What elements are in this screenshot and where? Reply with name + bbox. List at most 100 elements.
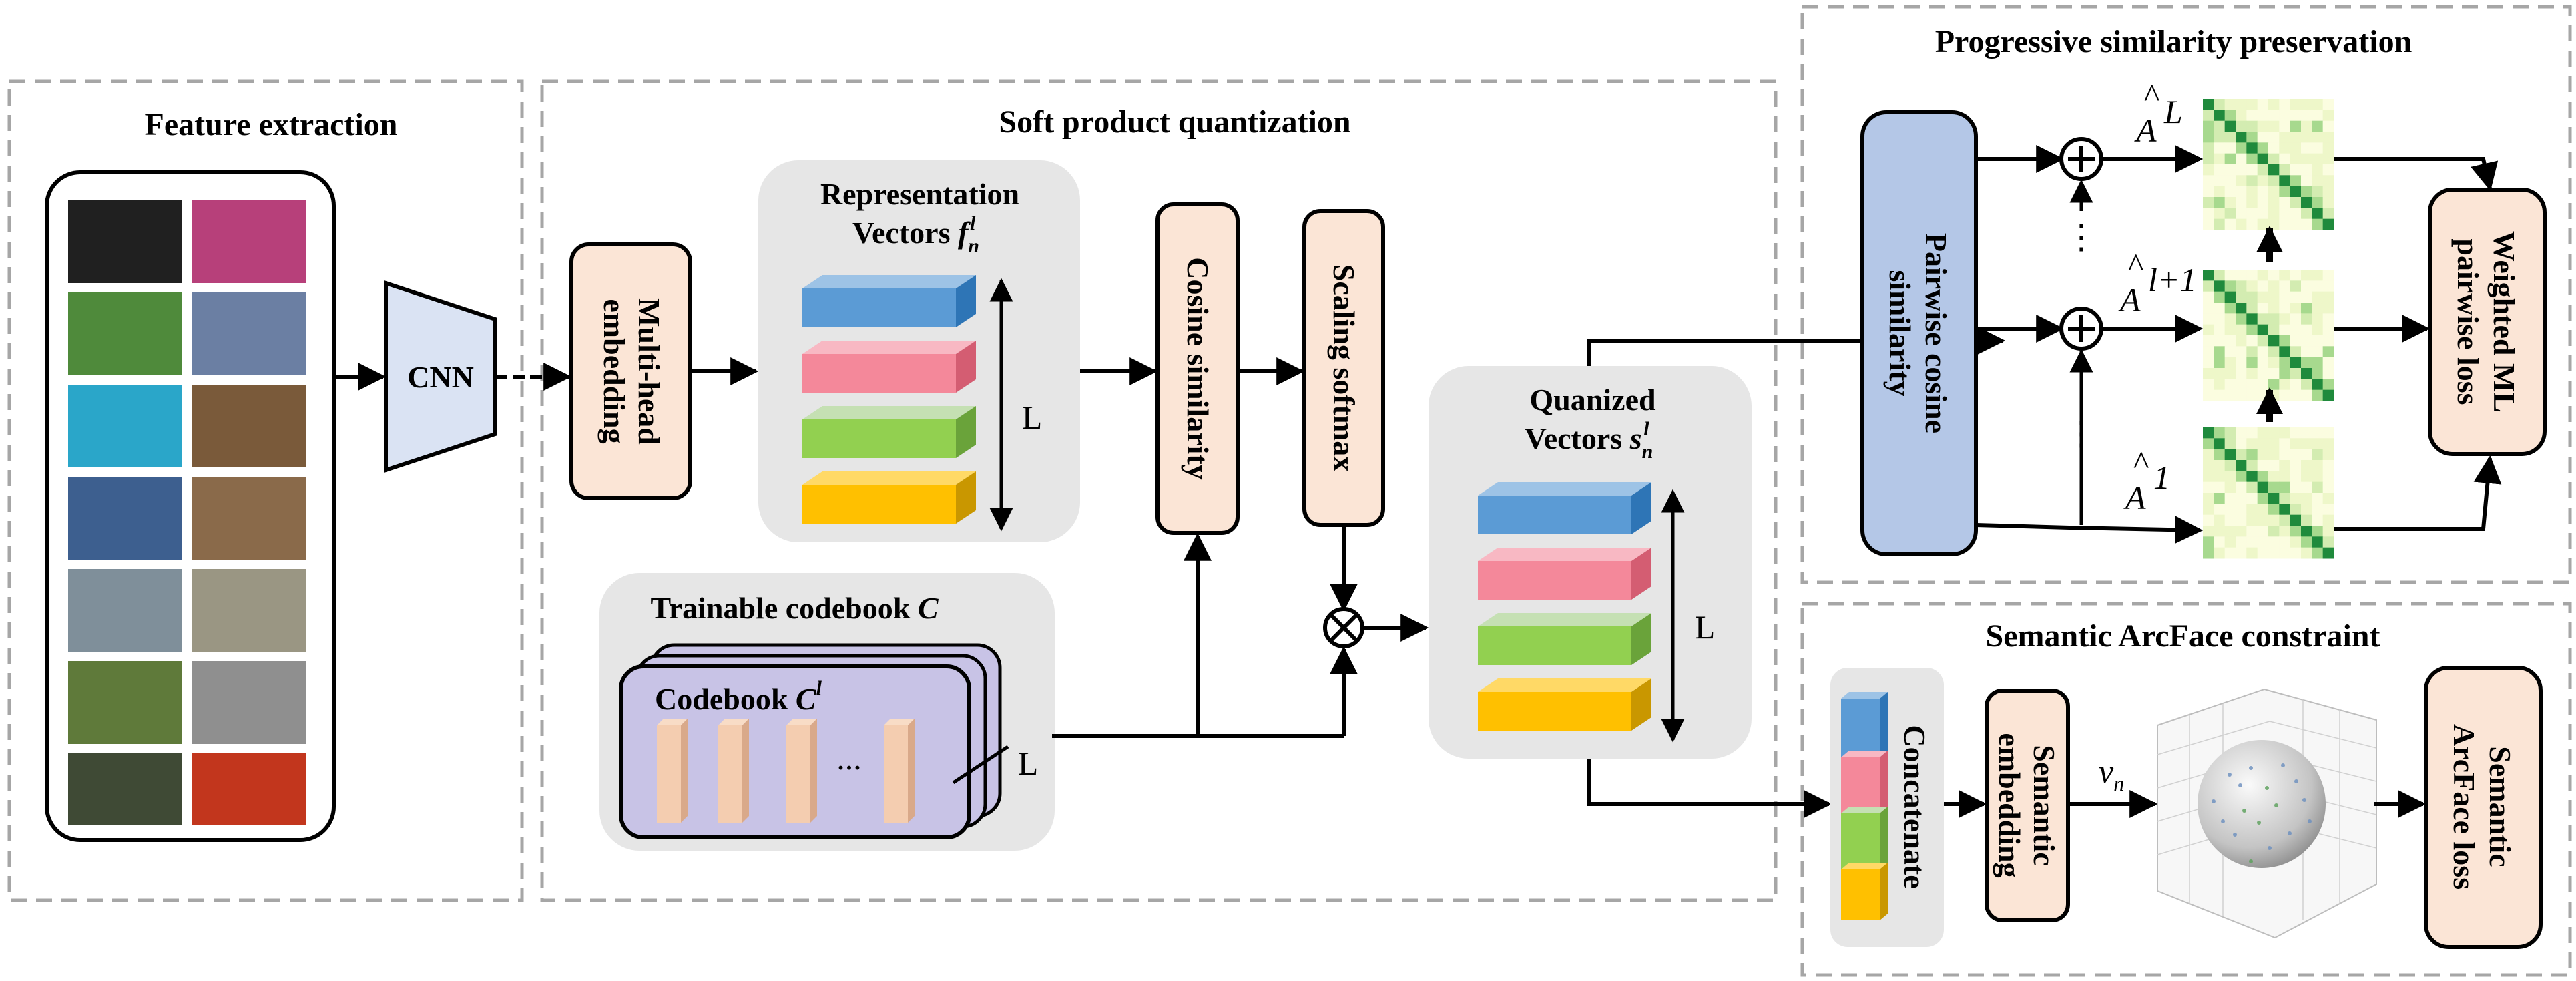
heatmap-cell (2246, 291, 2258, 303)
heatmap-cell (2290, 449, 2302, 461)
heatmap-cell (2214, 526, 2226, 537)
heatmap-cell (2203, 438, 2214, 450)
heatmap-cell (2301, 379, 2312, 391)
heatmap-cell (2268, 493, 2280, 504)
heatmap-cell (2246, 460, 2258, 471)
heatmap-cell (2203, 99, 2214, 110)
heatmap-cell (2290, 346, 2302, 358)
heatmap-cell (2246, 536, 2258, 548)
heatmap-cell (2322, 368, 2334, 379)
heatmap-cell (2322, 547, 2334, 559)
heatmap-cell (2236, 303, 2247, 314)
progressive-frame (1800, 5, 2572, 584)
heatmap-cell (2322, 99, 2334, 110)
heatmap-cell (2236, 536, 2247, 548)
heatmap-cell (2301, 218, 2312, 230)
heatmap-cell (2290, 427, 2302, 439)
heatmap-cell (2322, 526, 2334, 537)
heatmap-cell (2322, 153, 2334, 165)
heatmap-cell (2301, 471, 2312, 483)
heatmap-cell (2257, 99, 2269, 110)
concat-cubes (1841, 692, 1888, 920)
heatmap-cell (2203, 449, 2214, 461)
heatmap-cell (2301, 324, 2312, 336)
sphere-plot-icon (2157, 688, 2377, 939)
heatmap-cell (2257, 280, 2269, 292)
heatmap-cell (2290, 368, 2302, 379)
heatmap-cell (2224, 270, 2236, 281)
heatmap-cell (2214, 514, 2226, 526)
heatmap-cell (2203, 389, 2214, 401)
heatmap-cell (2236, 379, 2247, 391)
arcface-loss-block (2424, 666, 2543, 949)
plus-circle-icon (2059, 137, 2103, 181)
heatmap-cell (2290, 99, 2302, 110)
heatmap-cell (2236, 547, 2247, 559)
heatmap-cell (2203, 175, 2214, 187)
heatmap-cell (2268, 460, 2280, 471)
heatmap-cell (2214, 270, 2226, 281)
heatmap-cell (2203, 335, 2214, 347)
heatmap-cell (2322, 335, 2334, 347)
heatmap-cell (2322, 132, 2334, 143)
cosine-label: Cosine similarity (1181, 257, 1215, 479)
code-column-4 (884, 719, 915, 823)
heatmap-cell (2290, 280, 2302, 292)
heatmap-cell (2268, 449, 2280, 461)
heatmap-cell (2257, 335, 2269, 347)
vdots-top: ⋮ (2065, 218, 2098, 256)
arrow-pairwise-to-heatmap-bot (1975, 516, 2204, 544)
heatmap-cell (2246, 208, 2258, 220)
heatmap-cell (2257, 449, 2269, 461)
heatmap-cell (2301, 493, 2312, 504)
code-column-3 (786, 719, 817, 823)
heatmap-cell (2322, 481, 2334, 494)
heatmap-cell (2279, 186, 2291, 198)
heatmap-cell (2279, 346, 2291, 358)
heatmap-cell (2268, 335, 2280, 347)
heatmap-cell (2224, 493, 2236, 504)
semantic-emb-label-1: Semantic (2027, 745, 2061, 865)
svg-text:A: A (2123, 479, 2146, 516)
heatmap-cell (2290, 389, 2302, 401)
heatmap-cell (2236, 218, 2247, 230)
heatmap-cell (2268, 120, 2280, 132)
image-thumb-sea (68, 385, 182, 467)
heatmap-cell (2246, 175, 2258, 187)
heatmap-cell (2224, 175, 2236, 187)
heatmap-cell (2224, 303, 2236, 314)
heatmap-cell (2214, 357, 2226, 369)
heatmap-cell (2301, 313, 2312, 325)
heatmap-cell (2279, 291, 2291, 303)
heatmap-cell (2290, 526, 2302, 537)
pairwise-label-1: Pairwise cosine (1919, 233, 1953, 433)
heatmap-cell (2322, 493, 2334, 504)
heatmap-cell (2322, 280, 2334, 292)
heatmap-cell (2322, 270, 2334, 281)
quant-title-1: Quanized (1529, 383, 1656, 417)
heatmap-cell (2301, 368, 2312, 379)
heatmap-cell (2236, 291, 2247, 303)
heatmap-cell (2236, 471, 2247, 483)
heatmap-cell (2257, 197, 2269, 208)
rep-bar-yellow (802, 471, 976, 524)
heatmap-cell (2322, 208, 2334, 220)
heatmap-cell (2224, 291, 2236, 303)
heatmap-cell (2246, 197, 2258, 208)
heatmap-cell (2268, 536, 2280, 548)
heatmap-cell (2236, 142, 2247, 154)
heatmap-cell (2224, 547, 2236, 559)
heatmap-cell (2236, 120, 2247, 132)
quant-l-label: L (1695, 608, 1716, 646)
weighted-ml-loss-block (2428, 188, 2547, 456)
heatmap-cell (2246, 324, 2258, 336)
heatmap-cell (2236, 208, 2247, 220)
concatenate-label: Concatenate (1898, 725, 1932, 888)
heatmap-cell (2290, 175, 2302, 187)
multihead-label-1: Multi-head (632, 298, 666, 445)
heatmap-cell (2246, 514, 2258, 526)
heatmap-icon-bottom (2203, 427, 2334, 559)
svg-text:^: ^ (2128, 246, 2143, 284)
code-column-1 (657, 719, 688, 823)
multihead-label-2: embedding (597, 299, 631, 443)
